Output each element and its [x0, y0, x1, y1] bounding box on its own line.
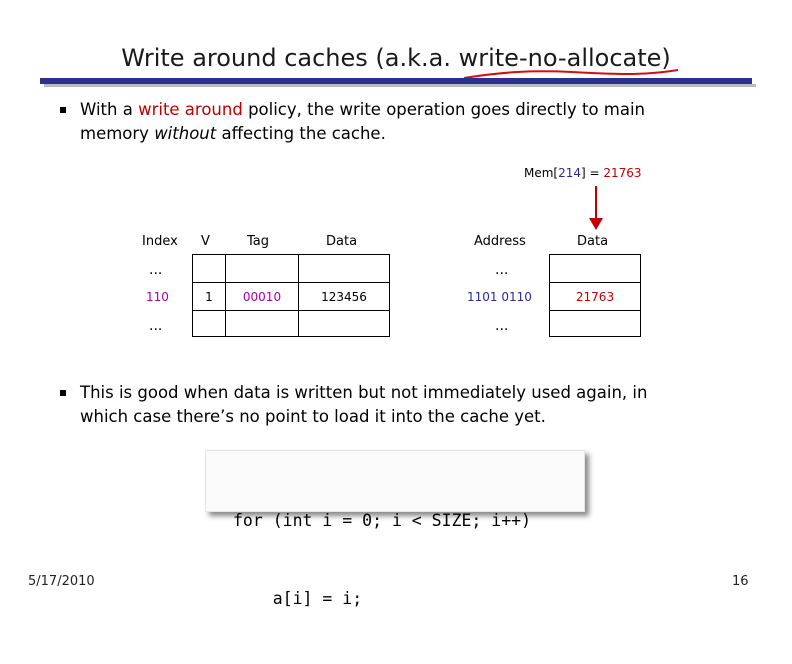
cache-cell-valid-top	[192, 254, 226, 283]
code-box: for (int i = 0; i < SIZE; i++) a[i] = i;	[205, 450, 585, 608]
bullet-write-around: With a write around policy, the write op…	[60, 98, 760, 146]
cache-ellipsis-bottom: ...	[149, 318, 163, 334]
mem-write-annotation: Mem[214] = 21763	[524, 166, 642, 180]
memory-cell-top	[549, 254, 641, 283]
memory-row-address: 1101 0110	[467, 290, 532, 304]
page-number: 16	[732, 574, 749, 589]
cache-header-data: Data	[326, 234, 358, 249]
title-rule	[40, 78, 752, 84]
mem-value: 21763	[603, 166, 642, 180]
cache-cell-data: 123456	[298, 282, 390, 311]
title-underlined-term: write-no-allocate	[458, 44, 662, 72]
footer-date: 5/17/2010	[28, 574, 95, 589]
bullet-square-icon	[60, 390, 66, 396]
cache-header-tag: Tag	[247, 234, 270, 249]
memory-header-data: Data	[577, 234, 609, 249]
title-suffix: )	[661, 44, 671, 72]
cache-cell-valid-bottom	[192, 310, 226, 337]
cache-cell-data-bottom	[298, 310, 390, 337]
cache-cell-tag-bottom	[225, 310, 299, 337]
title-prefix: Write around caches (a.k.a.	[121, 44, 459, 72]
cache-header-valid: V	[201, 234, 210, 249]
memory-cell-data: 21763	[549, 282, 641, 311]
title-rule-shadow	[44, 84, 756, 87]
cache-row-index: 110	[146, 290, 169, 304]
bullet1-line2-post: affecting the cache.	[216, 124, 386, 143]
cache-ellipsis-top: ...	[149, 262, 163, 278]
cache-cell-tag: 00010	[225, 282, 299, 311]
code-line-2: a[i] = i;	[233, 589, 363, 608]
cache-cell-tag-top	[225, 254, 299, 283]
bullet2-line1: This is good when data is written but no…	[80, 383, 648, 402]
memory-header-address: Address	[474, 234, 526, 249]
cache-header-index: Index	[142, 234, 178, 249]
memory-cell-bottom	[549, 310, 641, 337]
mem-address: 214	[558, 166, 582, 180]
bullet1-mid: policy, the write operation goes directl…	[242, 100, 646, 119]
slide-title: Write around caches (a.k.a. write-no-all…	[0, 44, 792, 72]
red-underline-mark	[463, 69, 679, 79]
bullet1-line2-pre: memory	[80, 124, 155, 143]
code-line-1: for (int i = 0; i < SIZE; i++)	[233, 511, 532, 530]
cache-cell-valid: 1	[192, 282, 226, 311]
bullet-square-icon	[60, 107, 66, 113]
memory-ellipsis-top: ...	[495, 262, 509, 278]
bullet2-line2: which case there’s no point to load it i…	[80, 407, 546, 426]
bullet1-pre: With a	[80, 100, 139, 119]
write-around-term: write around	[138, 100, 243, 119]
without-emphasis: without	[154, 124, 217, 143]
cache-cell-data-top	[298, 254, 390, 283]
bullet-good-when: This is good when data is written but no…	[60, 381, 760, 429]
red-arrow-icon	[589, 186, 603, 230]
memory-ellipsis-bottom: ...	[495, 318, 509, 334]
